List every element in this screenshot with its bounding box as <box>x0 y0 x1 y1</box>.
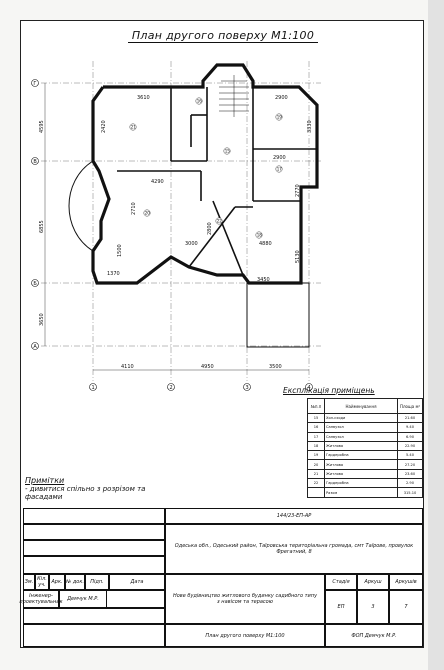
stage-label: Стадія <box>325 574 357 590</box>
dimension-label: 3330 <box>307 120 313 133</box>
dimension-label: 4880 <box>259 241 272 247</box>
sheets-label: Аркушів <box>389 574 423 590</box>
room-number: 22 <box>217 218 223 223</box>
dimension-label: 2420 <box>101 120 107 133</box>
col-header: Підп. <box>85 574 109 590</box>
floor-plan: Г В Б А 1 2 3 4 <box>31 61 321 391</box>
axis-col-label: 2 <box>170 385 173 391</box>
dimension-label: 3500 <box>269 364 282 370</box>
room-explication: Експлікація приміщень №п.п Найменування … <box>283 386 423 498</box>
project-name: Нове будівництво житлового будинку садиб… <box>165 574 325 624</box>
axis-col-label: 1 <box>92 385 95 391</box>
sheets-value: 7 <box>389 590 423 624</box>
col-header: Кіл. уч. <box>35 574 49 590</box>
role-label: Інженер-проектувальник <box>19 590 63 608</box>
title-block: Зм. Кіл. уч. Арк. № док. Підп. Дата Інже… <box>19 508 423 647</box>
exterior-walls <box>91 63 319 285</box>
stage-value: ЕП <box>325 590 357 624</box>
dimension-label: 1370 <box>107 271 120 277</box>
dimension-label: 3450 <box>257 277 270 283</box>
table-header: Площа м² <box>397 398 423 414</box>
table-header: Найменування <box>324 398 398 414</box>
axis-col-label: 4 <box>308 385 311 391</box>
room-number: 21 <box>131 124 137 129</box>
explication-title: Експлікація приміщень <box>283 386 375 395</box>
dimension-label: 6855 <box>39 220 45 233</box>
dimension-label: 2770 <box>295 184 301 197</box>
room-number: 18 <box>257 232 263 237</box>
person-name: Демчук М.Р. <box>59 590 107 608</box>
page-edge-shadow <box>428 0 444 670</box>
axis-row-label: Б <box>33 281 37 287</box>
axis-col-label: 3 <box>246 385 249 391</box>
dimension-label: 2900 <box>273 155 286 161</box>
col-header: Арк. <box>49 574 65 590</box>
project-address: Одеська обл., Одеський район, Таїровська… <box>165 524 423 574</box>
col-header: Зм. <box>23 574 35 590</box>
notes-text: - дивитися спільно з розрізом та фасадам… <box>25 485 146 501</box>
drawing-title: План другого поверху М1:100 <box>21 29 425 43</box>
room-number: 16 <box>197 98 203 103</box>
dimension-label: 2710 <box>131 202 137 215</box>
col-header: № док. <box>65 574 85 590</box>
axis-row-label: А <box>33 344 37 350</box>
table-header: №п.п <box>307 398 325 414</box>
dimension-label: 2900 <box>275 95 288 101</box>
dimension-label: 1500 <box>117 244 123 257</box>
sheet-value: 3 <box>357 590 389 624</box>
company-name: ФОП Демчук М.Р. <box>325 624 423 647</box>
notes-header: Примітки <box>25 476 65 485</box>
dimension-label: 4110 <box>121 364 134 370</box>
terrace <box>246 282 310 348</box>
sheet-label: Аркуш <box>357 574 389 590</box>
axis-row-label: В <box>33 159 37 165</box>
room-number: 20 <box>145 210 151 215</box>
dimension-label: 4950 <box>201 364 214 370</box>
dimension-label: 4595 <box>39 120 45 133</box>
grid-axes <box>41 61 321 381</box>
room-number: 17 <box>277 166 283 171</box>
dimension-label: 3610 <box>137 95 150 101</box>
dimension-label: 2800 <box>207 222 213 235</box>
col-header: Дата <box>109 574 165 590</box>
dimension-label: 4290 <box>151 179 164 185</box>
drawing-sheet: План другого поверху М1:100 Г В Б А 1 2 … <box>19 20 425 648</box>
staircase <box>219 75 249 117</box>
dimension-label: 3650 <box>39 313 45 326</box>
document-code: 144/23-ЕП-АР <box>165 508 423 524</box>
axis-row-label: Г <box>33 81 36 87</box>
room-number: 19 <box>277 114 283 119</box>
interior-walls <box>117 87 317 276</box>
dimension-label: 5130 <box>295 250 301 263</box>
dimension-label: 3000 <box>185 241 198 247</box>
notes: Примітки - дивитися спільно з розрізом т… <box>25 476 175 501</box>
sheet-name: План другого поверху М1:100 <box>165 624 325 647</box>
room-number: 15 <box>225 148 231 153</box>
